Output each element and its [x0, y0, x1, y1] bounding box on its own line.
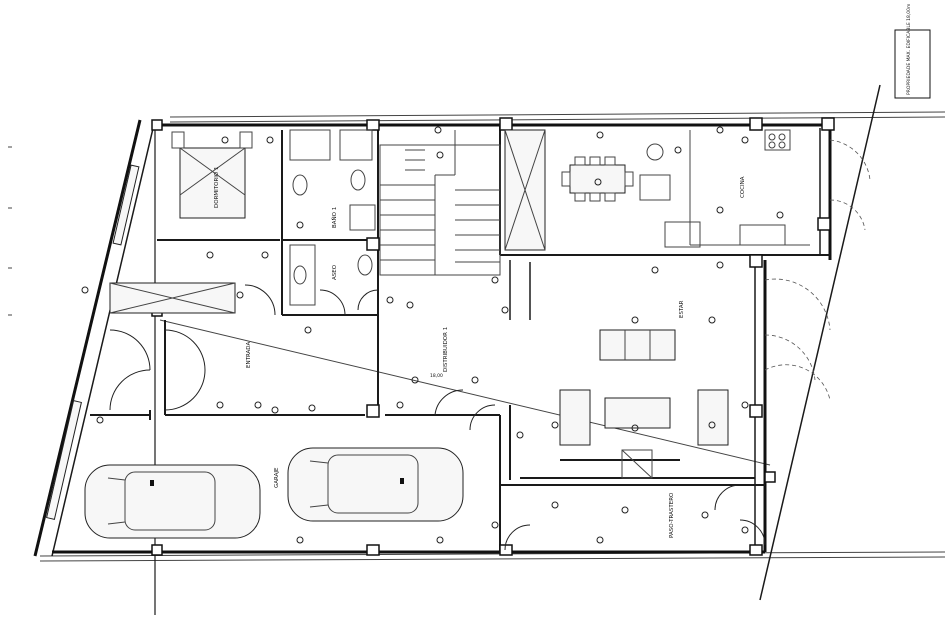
margin-ticks: [8, 146, 12, 316]
left-facade: [33, 119, 156, 557]
bed: [171, 131, 253, 219]
property-boundary: [39, 84, 945, 615]
property-note: PROPRIEDADE MAX. EDIFICABLE 18,00m: [894, 4, 931, 99]
label-entrada: ENTRADA: [246, 342, 252, 368]
label-pasotrastero: PASO-TRASTERO: [669, 492, 675, 538]
label-garaje: GARAJE: [274, 467, 280, 488]
label-aseo: ASEO: [332, 264, 338, 280]
label-dormitorio: DORMITORIO 1: [214, 167, 220, 208]
label-cocina: COCINA: [740, 176, 746, 198]
label-bano: BAÑO 1: [331, 207, 338, 228]
label-distribuidor: DISTRIBUIDOR 1: [443, 327, 449, 372]
label-estar: ESTAR: [679, 300, 685, 318]
shaft: [109, 129, 546, 314]
dining-table: [561, 143, 671, 202]
bath-fixtures: [289, 129, 376, 306]
property-note-text: PROPRIEDADE MAX. EDIFICABLE 18,00m: [906, 4, 912, 95]
electrical-symbols: [81, 126, 784, 544]
label-dimension: 18,00: [430, 373, 443, 379]
room-labels: DORMITORIO 1 BAÑO 1 ASEO ENTRADA DISTRIB…: [214, 167, 746, 538]
living-furniture: [559, 329, 729, 479]
car-left: [84, 464, 261, 539]
car-right: [287, 447, 464, 522]
staircase: [379, 130, 501, 276]
kitchen: [664, 129, 810, 248]
outer-walls: [52, 123, 832, 554]
doors: [109, 139, 871, 551]
